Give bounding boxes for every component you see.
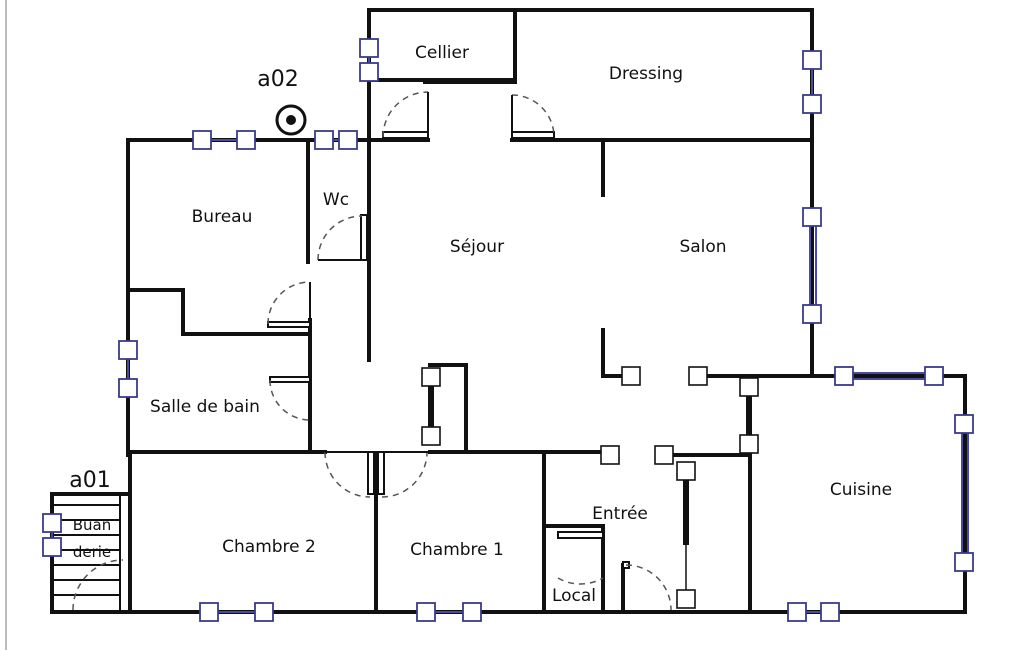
windows: [42, 38, 974, 622]
interior-jambs: [421, 366, 759, 609]
thin-details: [52, 131, 752, 612]
room-label-buanderie-line2: derie: [73, 543, 111, 561]
walls: [50, 8, 967, 614]
marker-label-a01: a01: [69, 468, 110, 493]
room-label-chambre-2: Chambre 2: [222, 537, 316, 557]
room-label-chambre-1: Chambre 1: [410, 540, 504, 560]
room-label-entree: Entrée: [592, 504, 648, 524]
room-label-cuisine: Cuisine: [830, 480, 892, 500]
room-label-salle-de-bain: Salle de bain: [150, 397, 260, 417]
marker-label-a02: a02: [257, 67, 298, 92]
room-label-wc: Wc: [323, 190, 349, 210]
room-label-sejour: Séjour: [450, 237, 504, 257]
room-label-cellier: Cellier: [415, 43, 469, 63]
room-label-bureau: Bureau: [192, 207, 253, 227]
room-label-salon: Salon: [679, 237, 726, 257]
room-label-buanderie-line1: Buan: [73, 516, 112, 534]
room-label-dressing: Dressing: [609, 64, 683, 84]
room-label-local: Local: [552, 586, 596, 606]
a02-marker-icon: [275, 104, 307, 136]
door-swings: [72, 91, 672, 611]
